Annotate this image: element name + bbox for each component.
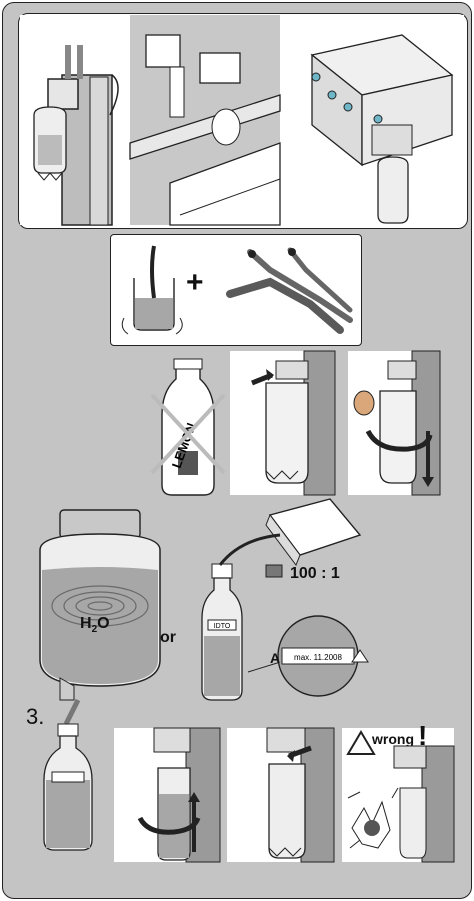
wrong-label: wrong — [372, 731, 414, 747]
max-date-text: max. 11.2008 — [294, 653, 342, 662]
plus-sign: + — [186, 266, 204, 299]
wrong-exclamation: ! — [418, 720, 428, 751]
unit-with-bottle-illustration — [20, 15, 130, 226]
callout-magnifier-a: max. 11.2008 — [247, 615, 369, 697]
wrong-warning-triangle — [346, 730, 376, 755]
mix-ratio-label: 100 : 1 — [290, 565, 340, 582]
step-3-label: 3. — [26, 704, 45, 729]
step-2-illustration — [353, 350, 441, 496]
callout-a-label: A — [270, 650, 281, 666]
bottle-tag-text: IDTO — [214, 623, 231, 630]
water-block-illustration — [282, 15, 464, 225]
step-3-fill-bottle — [43, 698, 93, 851]
dental-cabinet-illustration — [129, 15, 281, 226]
h2o-o: O — [97, 615, 110, 632]
concentrate-canister-illustration — [218, 498, 362, 578]
lemon-bottle-not-allowed: LEMON — [150, 358, 226, 496]
or-label: or — [160, 629, 176, 646]
h2o-h: H — [80, 615, 92, 632]
handpieces-illustration — [226, 247, 353, 334]
step-1-illustration — [251, 350, 336, 496]
step-4-illustration — [137, 727, 221, 863]
h2o-subscript: 2 — [91, 624, 98, 636]
h2o-label: H2O — [80, 616, 110, 635]
water-jug-illustration — [39, 509, 161, 701]
wrong-illustration — [347, 745, 455, 863]
disinfectant-bottle-illustration: IDTO — [201, 563, 243, 701]
step-5-illustration — [266, 727, 335, 863]
beaker-illustration — [121, 245, 183, 335]
